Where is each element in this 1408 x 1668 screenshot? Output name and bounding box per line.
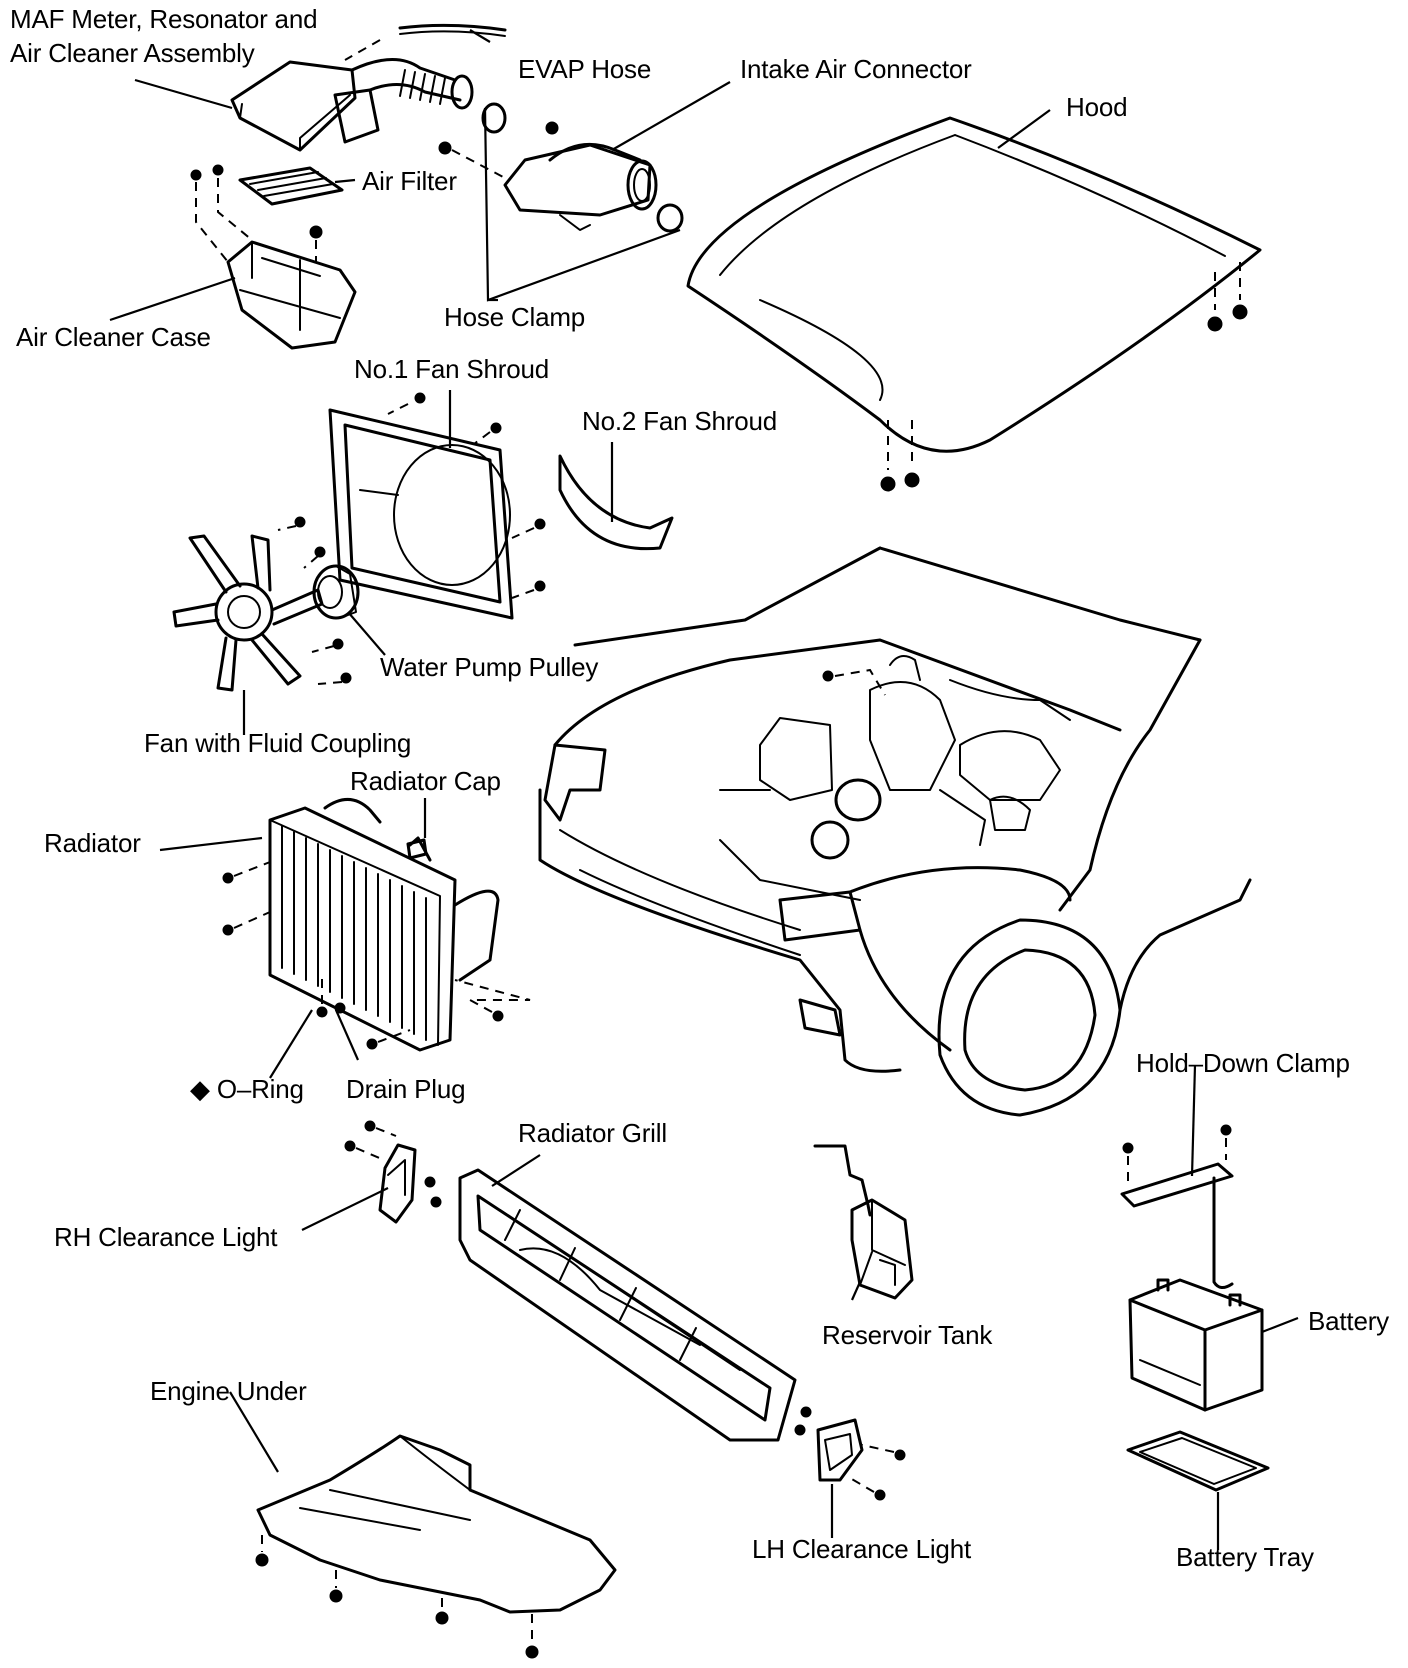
drain-plug-label: Drain Plug xyxy=(346,1074,466,1104)
radiator-grill-label: Radiator Grill xyxy=(518,1118,667,1148)
no1-fan-shroud-label: No.1 Fan Shroud xyxy=(354,354,550,384)
engine-under-cover-drawing xyxy=(255,1434,617,1659)
radiator-grill-drawing xyxy=(424,1168,812,1442)
engine-under-label: Engine Under xyxy=(150,1376,307,1406)
battery-drawing xyxy=(1128,1278,1264,1412)
battery-tray-drawing xyxy=(1126,1430,1270,1492)
radiator-drawing xyxy=(222,798,531,1052)
intake-air-connector-label: Intake Air Connector xyxy=(740,54,972,84)
fan-fluid-coupling-label: Fan with Fluid Coupling xyxy=(144,728,412,758)
hood-drawing xyxy=(686,116,1262,492)
battery-tray-label: Battery Tray xyxy=(1176,1542,1314,1572)
air-filter-label: Air Filter xyxy=(362,166,457,196)
rh-clearance-light-label: RH Clearance Light xyxy=(54,1222,278,1252)
no1-fan-shroud-drawing xyxy=(328,392,546,620)
air-filter-drawing xyxy=(238,166,344,206)
water-pump-pulley-label: Water Pump Pulley xyxy=(380,652,599,682)
air-cleaner-case-label: Air Cleaner Case xyxy=(16,322,211,352)
reservoir-tank-label: Reservoir Tank xyxy=(822,1320,993,1350)
vehicle-front-drawing xyxy=(538,546,1252,1117)
radiator-cap-label: Radiator Cap xyxy=(350,766,501,796)
hold-down-clamp-label: Hold–Down Clamp xyxy=(1136,1048,1350,1078)
radiator-label: Radiator xyxy=(44,828,141,858)
o-ring-label: ◆ O–Ring xyxy=(190,1074,304,1104)
hose-clamp-label: Hose Clamp xyxy=(444,302,586,332)
battery-label: Battery xyxy=(1308,1306,1389,1336)
lh-clearance-light-drawing xyxy=(816,1418,906,1501)
no2-fan-shroud-label: No.2 Fan Shroud xyxy=(582,406,778,436)
maf-meter-label-line2: Air Cleaner Assembly xyxy=(10,38,255,68)
intake-air-connector-drawing xyxy=(438,121,658,231)
hood-label: Hood xyxy=(1066,92,1128,122)
hold-down-clamp-drawing xyxy=(1120,1124,1234,1289)
no2-fan-shroud-drawing xyxy=(558,454,674,551)
evap-hose-label: EVAP Hose xyxy=(518,54,652,84)
leader-lines xyxy=(109,29,1299,1550)
fan-with-fluid-coupling-drawing xyxy=(172,516,352,692)
lh-clearance-light-label: LH Clearance Light xyxy=(752,1534,971,1564)
maf-meter-label-line1: MAF Meter, Resonator and xyxy=(10,4,318,34)
reservoir-tank-drawing xyxy=(813,1144,914,1300)
maf-meter-assembly-drawing xyxy=(230,58,474,152)
rh-clearance-light-drawing xyxy=(344,1120,417,1224)
air-cleaner-case-drawing xyxy=(190,164,357,350)
water-pump-pulley-drawing xyxy=(312,564,360,620)
evap-hose-drawing xyxy=(344,23,507,61)
hose-clamp-drawing xyxy=(481,102,684,233)
